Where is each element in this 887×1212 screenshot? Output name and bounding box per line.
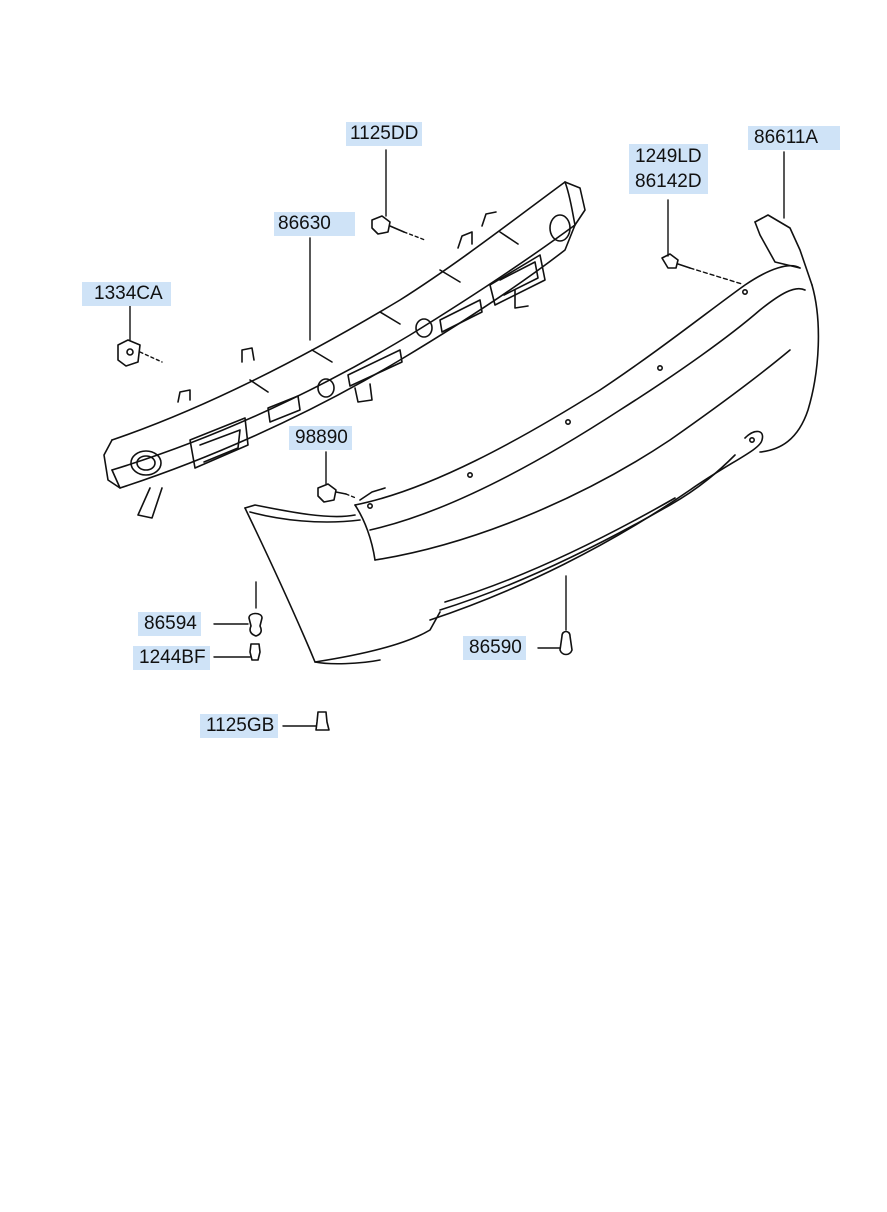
part-label-86142D[interactable]: 86142D (635, 171, 702, 192)
part-label-1125GB[interactable]: 1125GB (200, 714, 279, 738)
part-label-98890[interactable]: 98890 (289, 426, 352, 450)
fastener-screw-1249LD (661, 253, 691, 269)
fastener-clip-1244BF (249, 643, 261, 661)
bumper-beam-86630 (103, 181, 586, 519)
leader-lines (129, 149, 785, 727)
part-label-1249LD[interactable]: 1249LD (635, 146, 702, 167)
part-label-1125DD[interactable]: 1125DD (346, 122, 423, 146)
fastener-nut-1334CA (117, 339, 141, 367)
bumper-cover-86611A (244, 214, 820, 665)
fastener-clip-86594 (248, 612, 263, 637)
part-label-86630[interactable]: 86630 (274, 212, 355, 236)
part-label-86594[interactable]: 86594 (138, 612, 201, 636)
fastener-clip-98890 (317, 483, 347, 503)
part-label-86611A[interactable]: 86611A (748, 126, 841, 150)
fastener-bolt-1125DD (371, 215, 405, 235)
fastener-screw-1125GB (315, 711, 330, 731)
part-label-1244BF[interactable]: 1244BF (133, 646, 210, 670)
part-label-1334CA[interactable]: 1334CA (82, 282, 171, 306)
fastener-clip-86590 (559, 630, 573, 656)
part-label-86590[interactable]: 86590 (463, 636, 526, 660)
part-label-1249LD-86142D[interactable]: 1249LD 86142D (629, 144, 708, 194)
